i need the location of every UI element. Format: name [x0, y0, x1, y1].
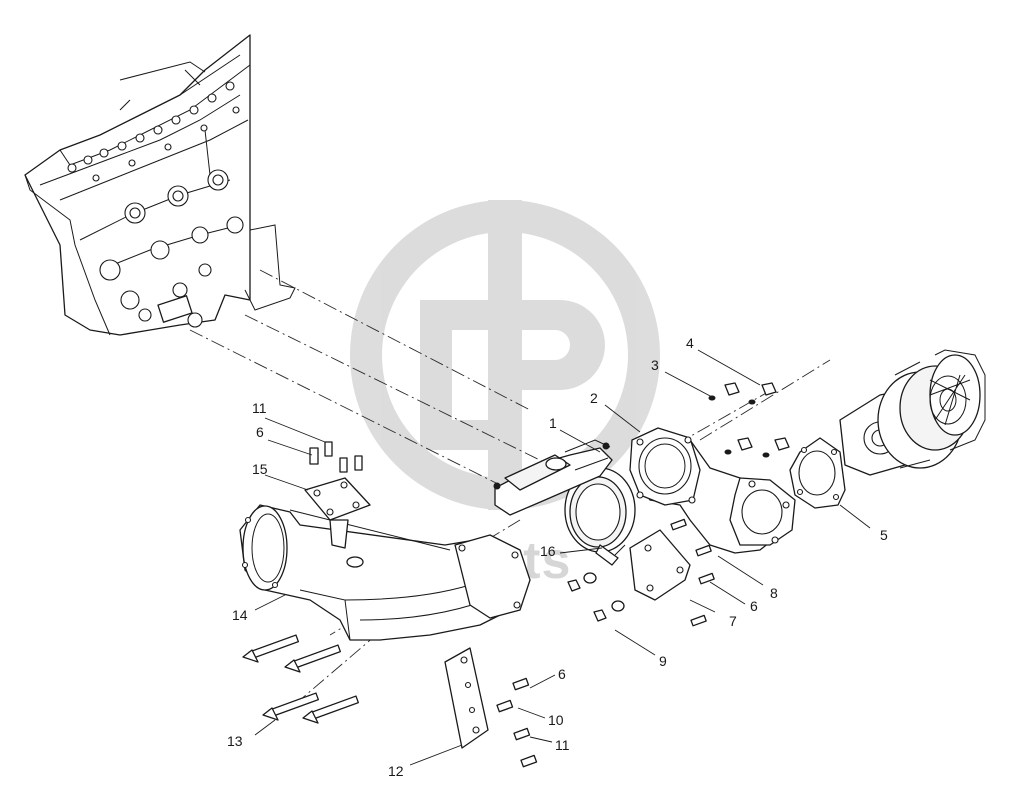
long-bolt [242, 634, 300, 663]
mount-plate [304, 477, 371, 549]
callout-2: 2 [590, 390, 598, 406]
callout-15: 15 [252, 461, 268, 477]
callout-1: 1 [549, 415, 557, 431]
callout-16: 16 [540, 543, 556, 559]
long-bolt [262, 692, 320, 721]
callout-3: 3 [651, 357, 659, 373]
leader-lines [254, 349, 871, 766]
lower-bracket-plate [444, 647, 489, 749]
turbo-gasket [789, 437, 846, 509]
callout-14: 14 [232, 607, 248, 623]
callout-11: 11 [555, 737, 570, 753]
data-parts-logo-icon [350, 200, 660, 510]
callout-6: 6 [750, 598, 758, 614]
callout-13: 13 [227, 733, 243, 749]
exhaust-valve-actuator [493, 439, 613, 516]
callout-10: 10 [548, 712, 564, 728]
callout-12: 12 [388, 763, 404, 779]
callout-6: 6 [256, 424, 264, 440]
callout-4: 4 [686, 335, 694, 351]
fasteners [242, 382, 790, 768]
long-bolt [284, 644, 342, 673]
exhaust-downpipe [239, 504, 531, 641]
turbocharger [839, 349, 986, 476]
callout-5: 5 [880, 527, 888, 543]
long-bolt [302, 695, 360, 724]
exhaust-elbow [629, 427, 796, 554]
callout-labels: 1 2 3 4 5 6 6 6 7 8 9 10 11 11 12 13 14 … [227, 335, 888, 779]
callout-6: 6 [558, 666, 566, 682]
callout-9: 9 [659, 653, 667, 669]
callout-8: 8 [770, 585, 778, 601]
callout-11: 11 [252, 400, 267, 416]
support-bracket [629, 529, 691, 601]
callout-7: 7 [729, 613, 737, 629]
engine-block [24, 34, 296, 336]
